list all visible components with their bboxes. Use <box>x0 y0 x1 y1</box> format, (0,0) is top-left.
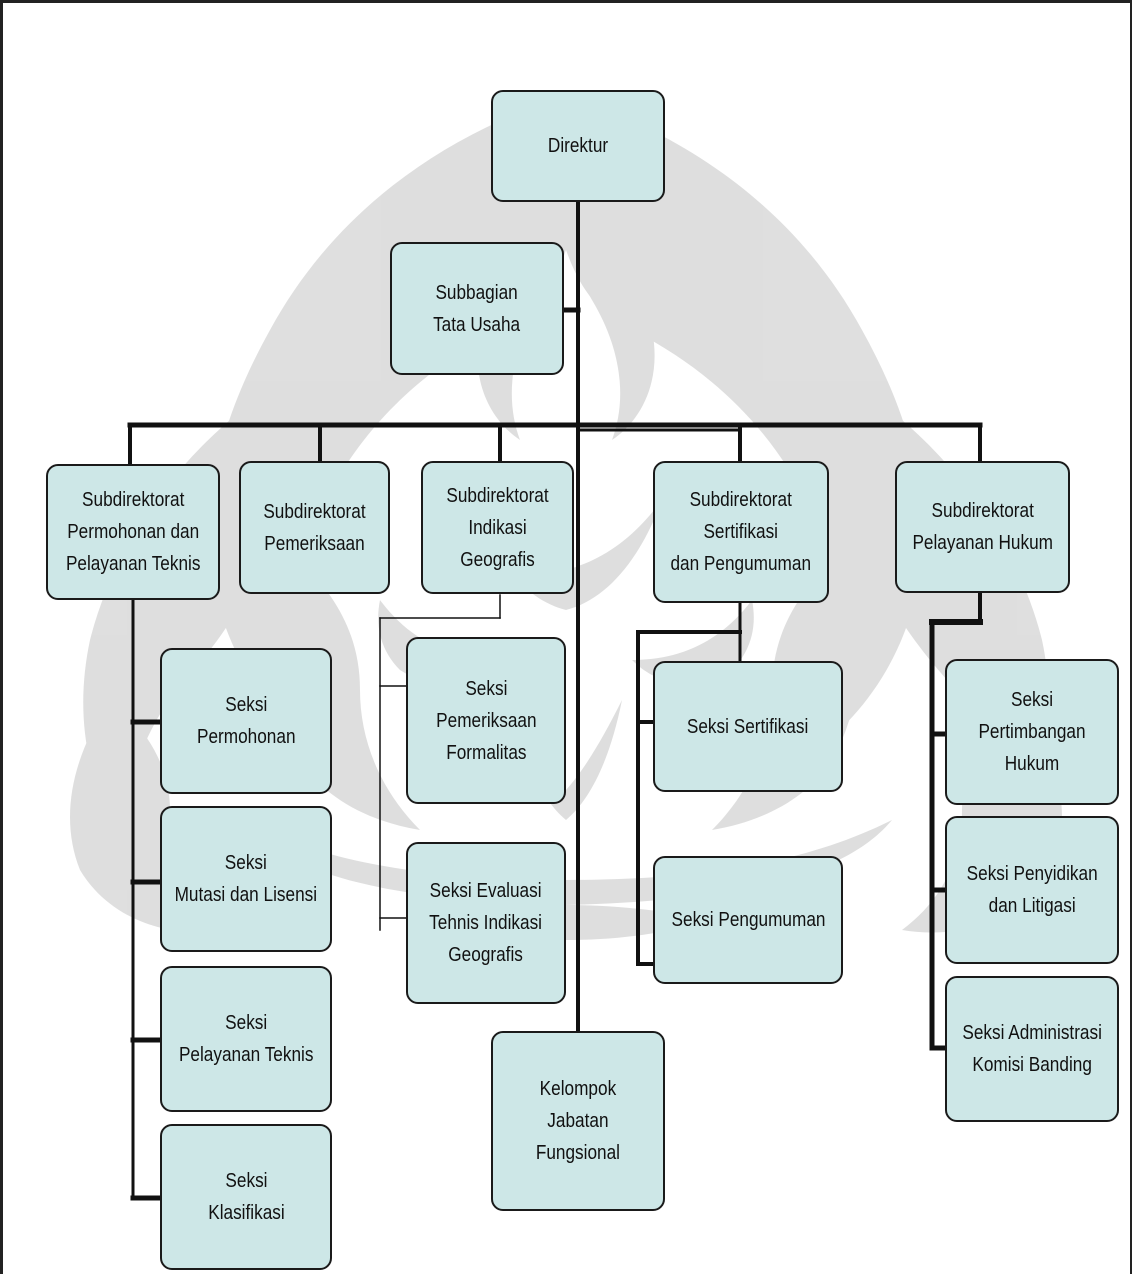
box-seksi-pelayanan-teknis: Seksi Pelayanan Teknis <box>160 966 332 1112</box>
box-label: Seksi Evaluasi Tehnis Indikasi Geografis <box>429 880 543 966</box>
box-subdirektorat-sertifikasi: Subdirektorat Sertifikasi dan Pengumuman <box>653 461 829 603</box>
box-label: Seksi Sertifikasi <box>687 715 809 738</box>
box-kelompok-jabatan-fungsional: Kelompok Jabatan Fungsional <box>491 1031 665 1211</box>
box-label: Seksi Klasifikasi <box>207 1170 285 1224</box>
box-seksi-mutasi-lisensi: Seksi Mutasi dan Lisensi <box>160 806 332 952</box>
box-label: Seksi Permohonan <box>196 694 296 748</box>
box-label: Kelompok Jabatan Fungsional <box>535 1078 621 1164</box>
box-direktur: Direktur <box>491 90 665 202</box>
box-seksi-penyidikan-litigasi: Seksi Penyidikan dan Litigasi <box>945 816 1119 964</box>
box-subdirektorat-pemeriksaan: Subdirektorat Pemeriksaan <box>239 461 390 594</box>
box-label: Seksi Penyidikan dan Litigasi <box>966 863 1098 917</box>
box-label: Subdirektorat Pemeriksaan <box>263 500 366 555</box>
box-subdirektorat-permohonan: Subdirektorat Permohonan dan Pelayanan T… <box>46 464 220 600</box>
box-label: Subbagian Tata Usaha <box>433 281 521 336</box>
box-seksi-administrasi-komisi-banding: Seksi Administrasi Komisi Banding <box>945 976 1119 1122</box>
box-seksi-sertifikasi: Seksi Sertifikasi <box>653 661 843 792</box>
box-label: Seksi Mutasi dan Lisensi <box>174 852 318 906</box>
box-subdirektorat-pelayanan-hukum: Subdirektorat Pelayanan Hukum <box>895 461 1070 593</box>
box-label: Seksi Pemeriksaan Formalitas <box>435 677 537 764</box>
box-seksi-evaluasi-tehnis: Seksi Evaluasi Tehnis Indikasi Geografis <box>406 842 566 1004</box>
box-label: Subdirektorat Pelayanan Hukum <box>912 500 1053 554</box>
box-label: Direktur <box>547 135 609 157</box>
box-label: Subdirektorat Indikasi Geografis <box>446 484 549 571</box>
box-seksi-permohonan: Seksi Permohonan <box>160 648 332 794</box>
box-label: Seksi Pertimbangan Hukum <box>978 689 1086 775</box>
box-label: Seksi Pelayanan Teknis <box>178 1012 314 1066</box>
box-label: Seksi Pengumuman <box>671 909 825 931</box>
box-seksi-pengumuman: Seksi Pengumuman <box>653 856 843 984</box>
box-label: Subdirektorat Permohonan dan Pelayanan T… <box>65 489 201 575</box>
box-seksi-pertimbangan-hukum: Seksi Pertimbangan Hukum <box>945 659 1119 805</box>
box-seksi-klasifikasi: Seksi Klasifikasi <box>160 1124 332 1270</box>
box-subbagian-tata-usaha: Subbagian Tata Usaha <box>390 242 564 375</box>
box-seksi-pemeriksaan-formalitas: Seksi Pemeriksaan Formalitas <box>406 637 566 804</box>
box-label: Subdirektorat Sertifikasi dan Pengumuman <box>670 489 812 575</box>
box-subdirektorat-indikasi-geografis: Subdirektorat Indikasi Geografis <box>421 461 574 594</box>
box-label: Seksi Administrasi Komisi Banding <box>962 1022 1102 1076</box>
